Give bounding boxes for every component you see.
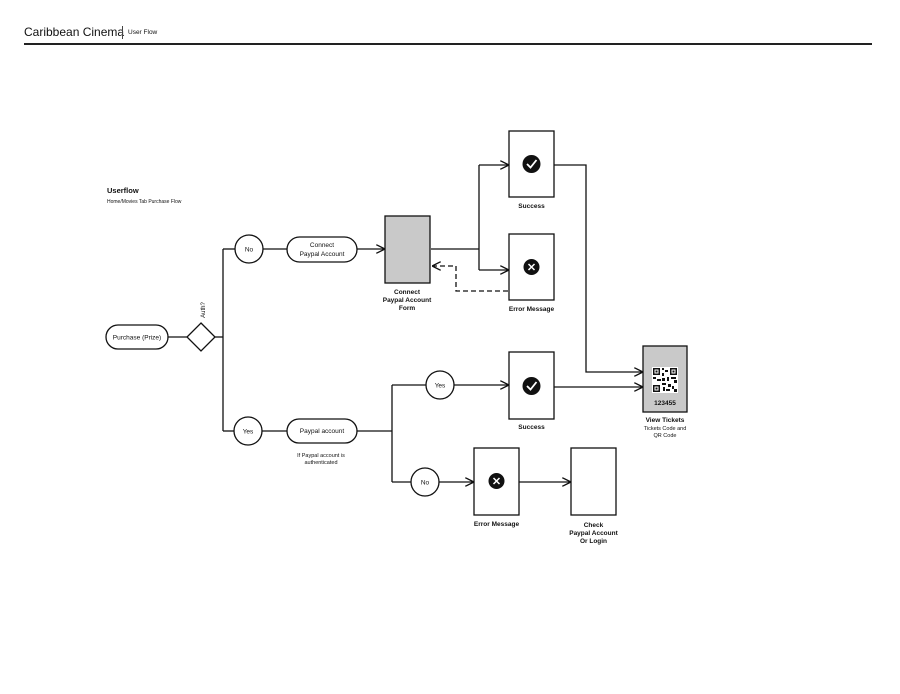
check-circle-icon <box>522 155 541 173</box>
yes-branch-node: Yes <box>233 416 263 446</box>
x-circle-icon <box>523 259 540 275</box>
check-circle-icon <box>522 377 541 395</box>
success-screen-top: Success <box>508 130 555 210</box>
auth-decision-label: Auth? <box>201 302 207 318</box>
success-top-label: Success <box>518 203 545 210</box>
error-bottom-label: Error Message <box>474 521 520 528</box>
paypal-form-screen: Connect Paypal Account Form <box>383 215 432 312</box>
connect-paypal-label-1: Connect <box>310 242 334 249</box>
no-authenticated-label: No <box>421 480 430 487</box>
no-authenticated-node: No <box>410 467 440 497</box>
page-label: User Flow <box>128 29 158 36</box>
tickets-note-1: Tickets Code and <box>644 426 687 432</box>
qr-code-icon <box>652 367 678 393</box>
purchase-start-label: Purchase (Prize) <box>113 335 161 342</box>
connect-paypal-node: Connect Paypal Account <box>286 236 358 263</box>
view-tickets-label: View Tickets <box>646 417 685 424</box>
connect-paypal-label-2: Paypal Account <box>300 251 345 258</box>
paypal-note-1: If Paypal account is <box>297 453 345 459</box>
paypal-account-node: Paypal account If Paypal account is auth… <box>286 418 358 466</box>
error-top-label: Error Message <box>509 306 555 313</box>
auth-decision-node: Auth? <box>186 302 216 352</box>
check-login-screen: Check Paypal Account Or Login <box>569 447 619 545</box>
paypal-account-label: Paypal account <box>300 428 345 435</box>
check-label-1: Check <box>584 522 604 529</box>
ticket-code: 123455 <box>654 400 676 407</box>
no-branch-label: No <box>245 247 254 254</box>
check-label-2: Paypal Account <box>569 530 618 537</box>
success-screen-bottom: Success <box>508 351 555 431</box>
purchase-start-node: Purchase (Prize) <box>105 324 169 350</box>
paypal-note-2: authenticated <box>304 460 337 466</box>
x-circle-icon <box>488 473 505 489</box>
section-subtitle: Home/Movies Tab Purchase Flow <box>107 199 182 205</box>
view-tickets-screen: 123455 View Tickets Tickets Code and QR … <box>642 345 688 439</box>
yes-authenticated-node: Yes <box>425 370 455 400</box>
error-screen-bottom: Error Message <box>473 447 520 528</box>
success-bottom-label: Success <box>518 424 545 431</box>
app-title: Caribbean Cinema <box>24 25 125 39</box>
tickets-note-2: QR Code <box>654 433 677 439</box>
yes-branch-label: Yes <box>243 429 254 436</box>
form-screen-label-1: Connect <box>394 289 421 296</box>
yes-authenticated-label: Yes <box>435 383 446 390</box>
header-rule <box>24 43 872 45</box>
error-screen-top: Error Message <box>508 233 555 313</box>
header-divider <box>122 26 123 39</box>
no-branch-node: No <box>234 234 264 264</box>
check-label-3: Or Login <box>580 538 607 545</box>
section-title: Userflow <box>107 186 139 195</box>
form-screen-label-3: Form <box>399 305 415 312</box>
form-screen-label-2: Paypal Account <box>383 297 432 304</box>
